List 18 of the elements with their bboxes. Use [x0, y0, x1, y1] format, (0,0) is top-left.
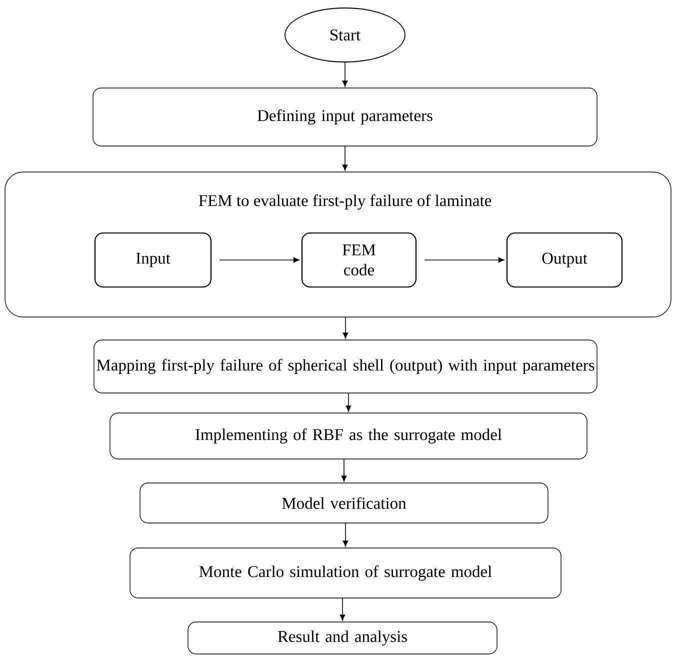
arrow: [340, 598, 346, 621]
process-box: Output: [506, 232, 623, 288]
arrow: [346, 392, 352, 412]
process-box: Result and analysis: [188, 622, 498, 654]
arrow: [342, 62, 348, 87]
arrow: [341, 458, 347, 482]
process-box: Input: [94, 232, 212, 288]
arrow: [219, 257, 300, 263]
process-box: Monte Carlo simulation of surrogate model: [130, 548, 562, 598]
arrow: [342, 146, 348, 171]
process-box: Mapping first-ply failure of spherical shell (output) with input parameters: [94, 340, 598, 394]
process-box: Model verification: [140, 482, 548, 524]
arrow: [342, 522, 348, 547]
process-box: FEM code: [301, 232, 417, 288]
process-box: Defining input parameters: [92, 88, 598, 146]
arrow: [342, 316, 348, 339]
process-box: Implementing of RBF as the surrogate model: [110, 412, 588, 460]
arrow: [424, 257, 504, 263]
